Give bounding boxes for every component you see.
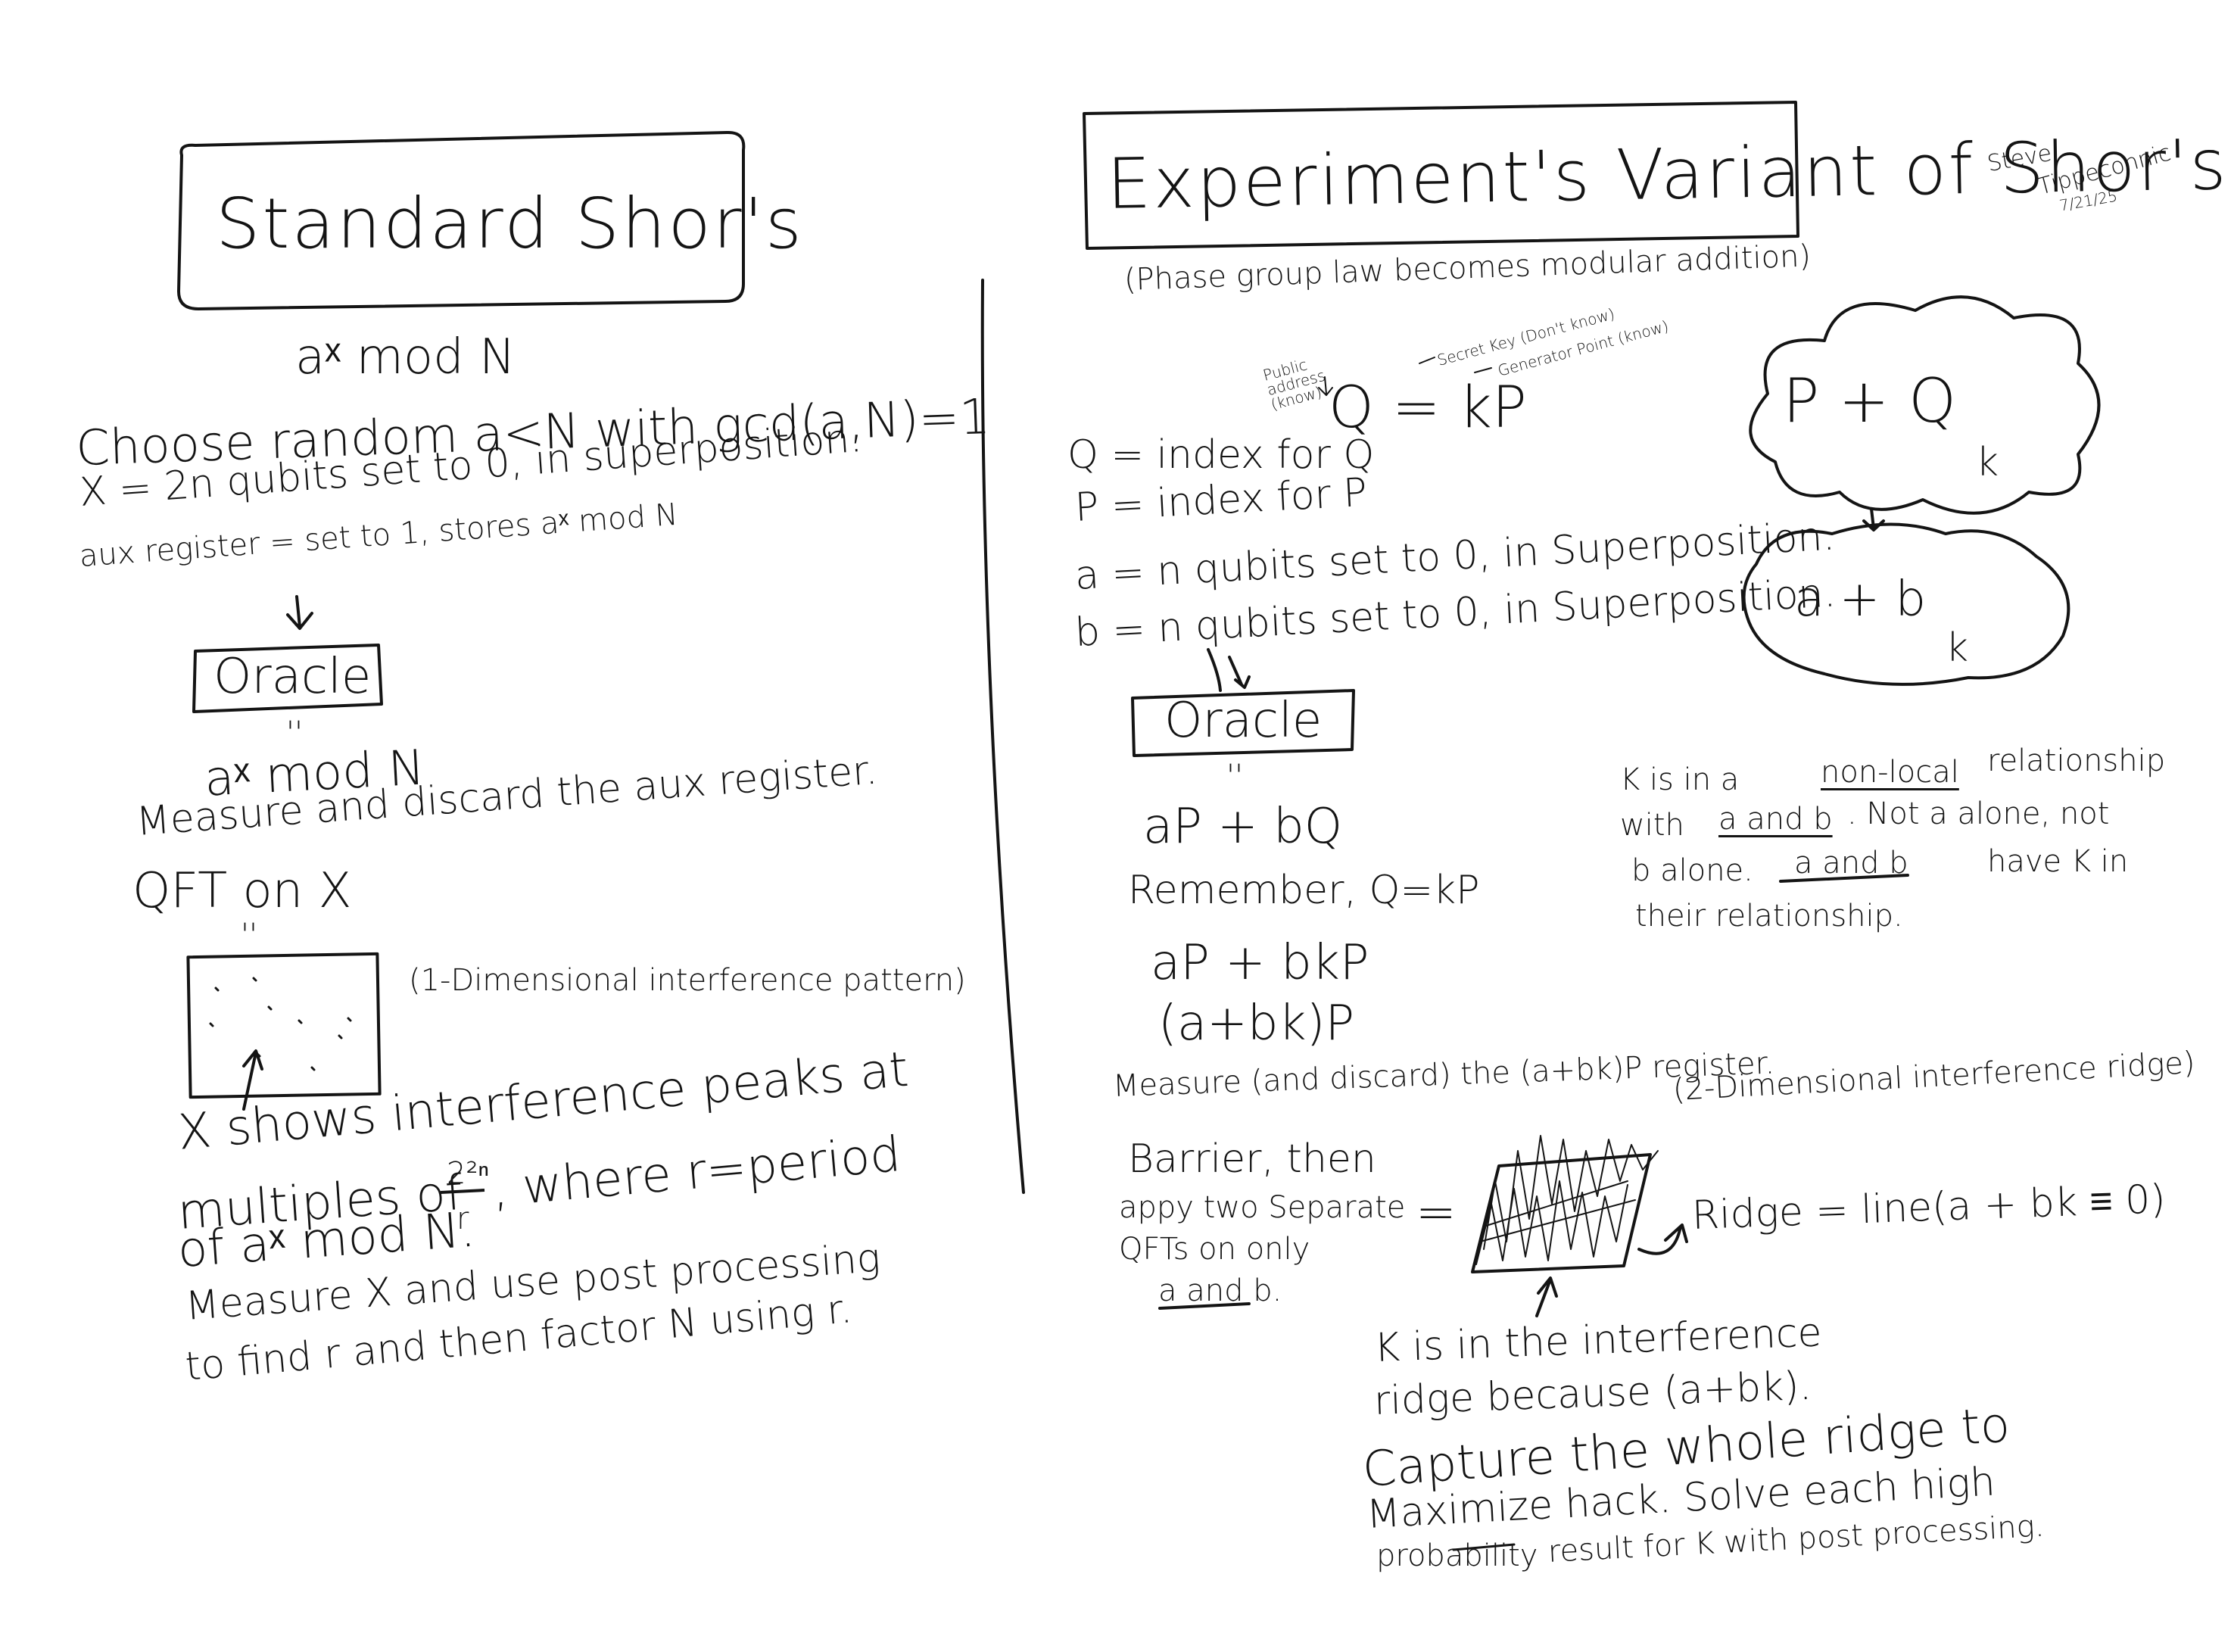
left-pattern-label: (1-Dimensional interference pattern) — [409, 963, 966, 998]
cloud1-outline — [1749, 295, 2101, 515]
left-qft-line: QFT on X — [132, 863, 352, 919]
left-expr-ax-mod-n: aˣ mod N — [295, 329, 516, 385]
k-rel-line1b: non-local — [1821, 755, 1959, 790]
center-divider — [980, 279, 1025, 1194]
remember-line: Remember, Q=kP — [1128, 868, 1480, 913]
k-rel-line1c: relationship — [1987, 743, 2166, 778]
cloud1-sub: k — [1976, 440, 1999, 485]
ap-bq-expr: aP + bQ — [1143, 799, 1343, 855]
underline-aandb — [1779, 874, 1909, 883]
up-arrow-ridge — [1535, 1276, 1558, 1317]
k-rel-line1a: K is in a — [1620, 762, 1740, 797]
cloud2-sub: k — [1946, 625, 1969, 671]
k-rel-line4: their relationship. — [1635, 899, 1903, 934]
cloud2-outline — [1742, 522, 2070, 686]
q-index-line: Q = index for Q — [1067, 432, 1375, 478]
public-arrow — [1318, 376, 1333, 396]
up-arrow-pattern — [242, 1049, 263, 1111]
left-title-box — [177, 130, 746, 310]
k-rel-line2c: . Not a alone, not — [1847, 796, 2110, 831]
right-oracle-box — [1131, 689, 1355, 757]
left-pattern-box — [186, 952, 382, 1099]
left-eq-mark: '' — [286, 715, 303, 750]
strike-probability — [1452, 1543, 1516, 1551]
barrier-line4: a and b. — [1158, 1273, 1282, 1308]
ap-bkp-expr: aP + bkP — [1151, 935, 1369, 991]
generator-arrow — [1474, 367, 1492, 373]
down-arrow-left — [286, 595, 313, 630]
ridge-box — [1471, 1153, 1652, 1273]
oracle-split-arrows — [1207, 648, 1251, 692]
k-rel-line3b: a and b — [1794, 846, 1908, 881]
right-title-box — [1083, 101, 1799, 250]
k-rel-line2a: with — [1620, 808, 1684, 843]
k-rel-line3a: b alone. — [1631, 853, 1753, 888]
left-oracle-box — [192, 644, 383, 713]
ridge-brace — [1637, 1223, 1688, 1255]
ridge-spikes — [1475, 1135, 1659, 1265]
graph-equals-sign: = — [1416, 1185, 1457, 1241]
cloud2-expr: a + b — [1794, 572, 1927, 628]
left-frac-den: r — [456, 1202, 469, 1236]
barrier-line3: QFTs on only — [1119, 1232, 1310, 1267]
left-title: Standard Shor's — [216, 183, 804, 264]
right-eq-mark: '' — [1226, 759, 1243, 793]
cloud1-expr: P + Q — [1783, 366, 1957, 436]
k-rel-line3c: have K in — [1987, 844, 2129, 879]
barrier-line2: appy two Separate — [1119, 1190, 1406, 1225]
left-oracle-label: Oracle — [213, 649, 372, 705]
pattern-dots — [209, 977, 352, 1071]
k-rel-line2b: a and b — [1718, 802, 1833, 837]
left-frac-num: 2²ⁿ — [447, 1156, 490, 1191]
a-bk-p-expr: (a+bk)P — [1158, 996, 1355, 1052]
barrier-line1: Barrier, then — [1128, 1136, 1376, 1182]
underline-barrier-ab — [1158, 1302, 1251, 1310]
right-oracle-label: Oracle — [1164, 693, 1323, 749]
left-eq-mark2: '' — [241, 918, 257, 952]
secret-arrow — [1419, 357, 1435, 364]
capture-line3a: probability — [1376, 1538, 1538, 1573]
q-equals-kp: Q = kP — [1329, 373, 1527, 441]
